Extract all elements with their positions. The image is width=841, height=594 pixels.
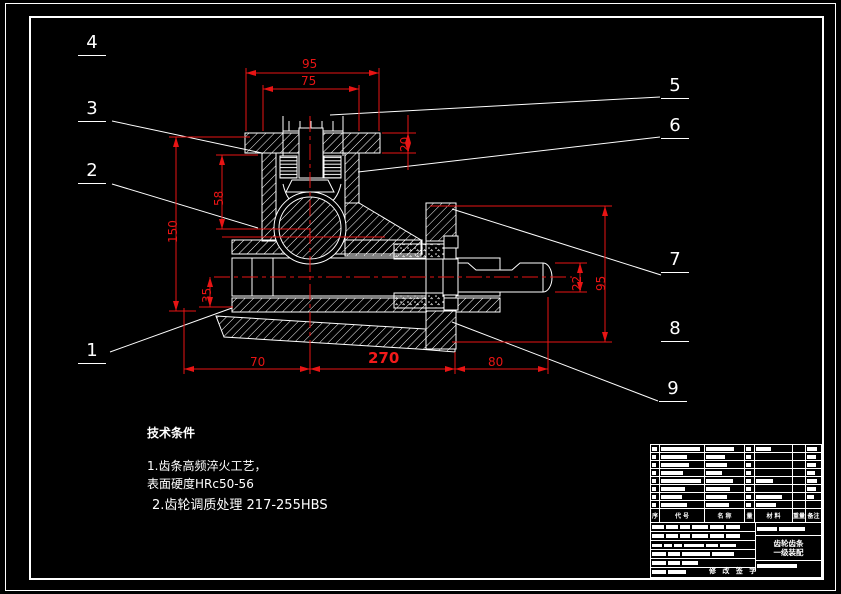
- dim-diameter-22: 22: [570, 275, 584, 291]
- callout-5: 5: [661, 76, 689, 99]
- dim-length-70: 70: [250, 355, 266, 369]
- col-seq: 序: [651, 509, 660, 523]
- dim-height-35: 35: [200, 287, 214, 303]
- table-row: [651, 453, 821, 461]
- dim-height-150: 150: [166, 220, 180, 243]
- callout-4: 4: [78, 33, 106, 56]
- inner-border: [29, 16, 824, 580]
- title-block-lower: 齿轮齿条 一级装配: [651, 523, 821, 574]
- steering-gear-section: [215, 116, 553, 353]
- tech-notes-heading: 技术条件: [147, 426, 196, 440]
- parts-list-header: 序 代 号 名 称 量 材 料 重量 备注: [651, 509, 821, 523]
- table-row: [651, 485, 821, 493]
- callout-6: 6: [661, 116, 689, 139]
- drawing-title-line1: 齿轮齿条: [773, 539, 804, 548]
- tech-note-1: 1.齿条高频淬火工艺，: [147, 459, 267, 473]
- table-row: [651, 477, 821, 485]
- tech-note-2: 2.齿轮调质处理 217-255HBS: [152, 498, 328, 513]
- outer-border: [5, 3, 836, 591]
- drawing-title-area: 齿轮齿条 一级装配: [756, 523, 821, 571]
- callout-7: 7: [661, 250, 689, 273]
- callout-2: 2: [78, 161, 106, 184]
- col-weight: 重量: [793, 509, 806, 523]
- dim-length-270: 270: [368, 349, 400, 367]
- title-block: 序 代 号 名 称 量 材 料 重量 备注 齿轮齿条: [650, 444, 822, 578]
- col-material: 材 料: [755, 509, 793, 523]
- table-row: [651, 493, 821, 501]
- dim-height-95-right: 95: [594, 275, 608, 291]
- dimension-lines: [169, 68, 612, 374]
- callout-9: 9: [659, 379, 687, 402]
- col-remark: 备注: [806, 509, 821, 523]
- callout-1: 1: [78, 341, 106, 364]
- drawing-title-line2: 一级装配: [773, 548, 804, 557]
- callout-3: 3: [78, 99, 106, 122]
- revision-signature-label: 修 改 签 字: [709, 567, 759, 575]
- dim-length-80: 80: [488, 355, 504, 369]
- callout-8: 8: [661, 319, 689, 342]
- drawing-title: 齿轮齿条 一级装配: [756, 536, 821, 561]
- table-row: [651, 469, 821, 477]
- dim-width-75: 75: [301, 74, 317, 88]
- table-row: [651, 501, 821, 509]
- col-name: 名 称: [705, 509, 745, 523]
- tech-note-1b: 表面硬度HRc50-56: [147, 477, 254, 491]
- dim-height-58: 58: [212, 190, 226, 206]
- dim-width-95: 95: [302, 57, 318, 71]
- revision-grid: [651, 523, 756, 574]
- table-row: [651, 445, 821, 453]
- col-qty: 量: [745, 509, 755, 523]
- parts-list: 序 代 号 名 称 量 材 料 重量 备注: [651, 445, 821, 523]
- dim-thickness-20: 20: [398, 136, 412, 152]
- col-code: 代 号: [660, 509, 705, 523]
- table-row: [651, 461, 821, 469]
